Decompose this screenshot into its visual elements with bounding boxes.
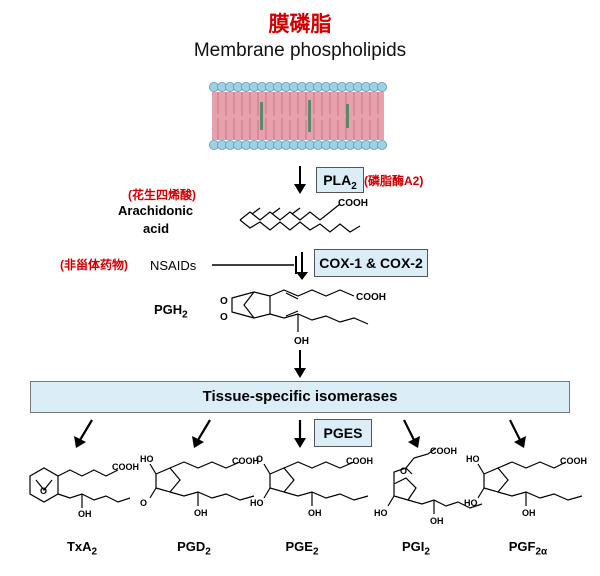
pgh2-o-bottom: O <box>220 312 228 323</box>
txa2-o-label: O <box>40 486 47 496</box>
pgf2a-structure: HO HO COOH OH <box>464 454 587 518</box>
aa-cooh-label: COOH <box>338 198 368 209</box>
cox-label: COX-1 & COX-2 <box>319 255 423 271</box>
membrane-bilayer-illustration <box>209 82 387 151</box>
pgf2a-cooh-label: COOH <box>560 456 587 466</box>
arrow-membrane-to-aa <box>294 166 306 194</box>
lipid-head-bottom <box>376 140 387 151</box>
pge2-o-label: O <box>256 454 263 464</box>
pgd2-ho-label: HO <box>140 454 154 464</box>
arrow-to-pgi2 <box>403 419 415 441</box>
nsaids-inhibition-line <box>212 252 308 280</box>
product-name-pgf2a: PGF2α <box>488 539 568 558</box>
arrow-to-pgf2a <box>509 419 521 441</box>
pgi2-oh-label: OH <box>430 516 444 526</box>
lipid-heads-top <box>209 82 387 92</box>
isomerases-box: Tissue-specific isomerases <box>30 381 570 413</box>
pgh2-label: PGH2 <box>154 302 188 321</box>
arachidonic-acid-label-line1: Arachidonic <box>118 203 194 218</box>
pgh2-structure: O O COOH OH <box>220 289 386 347</box>
product-name-pge2: PGE2 <box>262 539 342 558</box>
product-name-pgd2: PGD2 <box>154 539 234 558</box>
pgf2a-sub: 2α <box>535 546 548 558</box>
pgd2-o-label: O <box>140 498 147 508</box>
title-chinese: 膜磷脂 <box>268 13 332 36</box>
lipid-head-top <box>376 82 387 92</box>
arachidonic-acid-structure: COOH <box>239 198 368 233</box>
pgf2a-ho-bottom-label: HO <box>464 498 478 508</box>
pgf2a-oh-label: OH <box>522 508 536 518</box>
isomerases-label: Tissue-specific isomerases <box>202 388 398 405</box>
txa2-oh-label: OH <box>78 509 92 519</box>
pgi2-cooh-label: COOH <box>430 446 457 456</box>
pgi2-ho-label: HO <box>374 508 388 518</box>
pgi2-sub: 2 <box>424 546 430 558</box>
arrow-to-txa2 <box>79 419 93 441</box>
pgi2-o-label: O <box>400 466 407 476</box>
pla2-label: PLA <box>323 172 352 188</box>
txa2-name: TxA <box>66 539 92 554</box>
pgh2-cooh-label: COOH <box>356 292 386 303</box>
arachidonic-acid-chinese-label: (花生四烯酸) <box>128 188 196 202</box>
pgd2-cooh-label: COOH <box>232 456 259 466</box>
membrane-proteins <box>260 100 349 132</box>
pge2-ho-label: HO <box>250 498 264 508</box>
lipid-tails <box>217 92 379 140</box>
pgi2-name: PGI <box>402 539 425 554</box>
txa2-cooh-label: COOH <box>112 462 139 472</box>
product-name-txa2: TxA2 <box>42 539 122 558</box>
cox-enzyme-box: COX-1 & COX-2 <box>314 249 428 277</box>
pla2-chinese-label: (磷脂酶A2) <box>364 174 424 188</box>
arachidonic-acid-label-line2: acid <box>143 221 170 236</box>
product-arrows <box>74 419 526 448</box>
pla2-subscript: 2 <box>351 180 357 192</box>
pge2-structure: O HO COOH OH <box>250 454 373 518</box>
pge2-cooh-label: COOH <box>346 456 373 466</box>
pge2-oh-label: OH <box>308 508 322 518</box>
pgf2a-ho-top-label: HO <box>466 454 480 464</box>
pge2-sub: 2 <box>312 546 319 558</box>
pgi2-structure: O COOH HO OH <box>374 446 483 526</box>
pla2-enzyme-box: PLA2 <box>316 167 364 193</box>
pgh2-subscript: 2 <box>182 309 188 321</box>
lipid-heads-bottom <box>209 140 387 151</box>
nsaids-label: NSAIDs <box>150 258 197 273</box>
arrow-to-pgd2 <box>197 419 211 441</box>
nsaids-chinese-label: (非甾体药物) <box>60 258 128 272</box>
pgd2-oh-label: OH <box>194 508 208 518</box>
title-english: Membrane phospholipids <box>193 40 407 61</box>
product-name-pgi2: PGI2 <box>376 539 456 558</box>
txa2-sub: 2 <box>91 546 98 558</box>
pgh2-o-top: O <box>220 296 228 307</box>
pgh2-label-text: PGH <box>154 302 183 317</box>
pgd2-sub: 2 <box>205 546 211 558</box>
arrow-pgh2-to-isomerases <box>294 350 306 378</box>
txa2-structure: O COOH OH <box>29 462 139 519</box>
pgd2-name: PGD <box>177 539 206 554</box>
pges-label: PGES <box>323 425 363 441</box>
pge2-name: PGE <box>285 539 313 554</box>
pgd2-structure: HO O COOH OH <box>140 454 259 518</box>
pgh2-oh-label: OH <box>294 336 309 347</box>
pges-enzyme-box: PGES <box>314 419 372 447</box>
pgf2a-name: PGF <box>508 539 536 554</box>
